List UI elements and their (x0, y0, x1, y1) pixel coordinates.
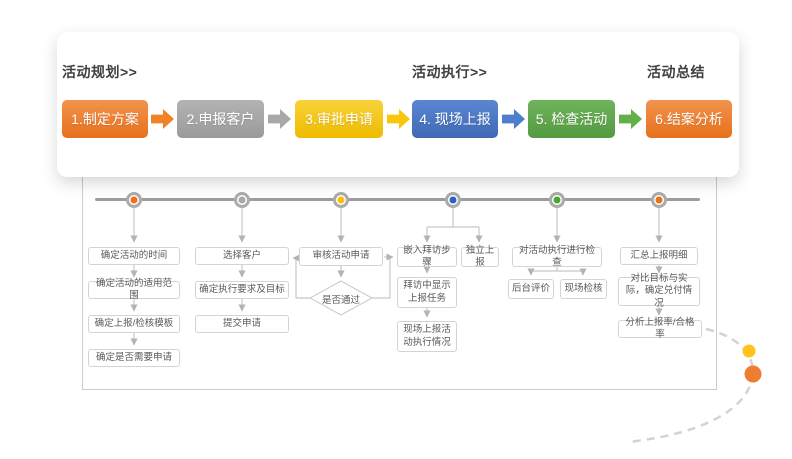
node-dot (449, 196, 457, 204)
connector-lines (130, 208, 663, 346)
decision-diamond (308, 280, 374, 316)
flow-box-onsite-check: 现场检核 (560, 279, 607, 299)
flow-box-set-report-template: 确定上报/检核模板 (88, 315, 180, 333)
step-2-declare-customer: 2.申报客户 (177, 100, 264, 138)
timeline-node-3 (333, 192, 349, 208)
section-label-execution: 活动执行>> (412, 64, 488, 80)
decorative-dot-orange (744, 365, 762, 383)
section-label-summary: 活动总结 (647, 64, 705, 80)
flow-box-check-execution: 对活动执行进行检查 (512, 245, 602, 268)
node-dot (238, 196, 246, 204)
timeline-line (95, 198, 700, 201)
flow-box-need-apply: 确定是否需要申请 (88, 349, 180, 367)
step-3-approve-apply: 3.审批申请 (295, 100, 383, 138)
flow-box-set-activity-scope: 确定活动的适用范围 (88, 278, 180, 301)
flow-box-visit-show-task: 拜访中显示上报任务 (397, 277, 457, 308)
decorative-arc (627, 327, 754, 444)
flow-box-independent-report: 独立上报 (461, 245, 499, 268)
node-dot (130, 196, 138, 204)
decision-label: 是否通过 (321, 295, 360, 306)
node-dot (337, 196, 345, 204)
section-label-planning: 活动规划>> (62, 64, 138, 80)
step-6-close-analysis: 6.结案分析 (646, 100, 732, 138)
timeline-node-2 (234, 192, 250, 208)
decorative-dot-yellow (742, 344, 756, 358)
flow-box-analyze-rates: 分析上报率/合格率 (618, 317, 702, 340)
flow-box-summarize-report: 汇总上报明细 (620, 247, 698, 265)
step-4-onsite-report: 4. 现场上报 (412, 100, 498, 138)
node-dot (655, 196, 663, 204)
timeline-node-1 (126, 192, 142, 208)
flow-box-set-activity-time: 确定活动的时间 (88, 247, 180, 265)
timeline-node-5 (549, 192, 565, 208)
timeline-node-6 (651, 192, 667, 208)
flow-box-compare-target: 对比目标与实际，确定兑付情况 (618, 273, 700, 309)
flow-box-onsite-report-status: 现场上报活动执行情况 (397, 321, 457, 352)
node-dot (553, 196, 561, 204)
flow-box-select-customer: 选择客户 (195, 247, 289, 265)
process-card (57, 32, 739, 177)
flow-box-backend-evaluation: 后台评价 (508, 279, 554, 299)
step-5-check-activity: 5. 检查活动 (528, 100, 615, 138)
step-1-make-plan: 1.制定方案 (62, 100, 148, 138)
timeline-node-4 (445, 192, 461, 208)
flow-box-exec-requirements: 确定执行要求及目标 (195, 281, 289, 299)
flow-box-embed-visit-steps: 嵌入拜访步骤 (397, 245, 457, 268)
flow-box-review-apply: 审核活动申请 (299, 247, 383, 266)
flow-box-submit-apply: 提交申请 (195, 315, 289, 333)
